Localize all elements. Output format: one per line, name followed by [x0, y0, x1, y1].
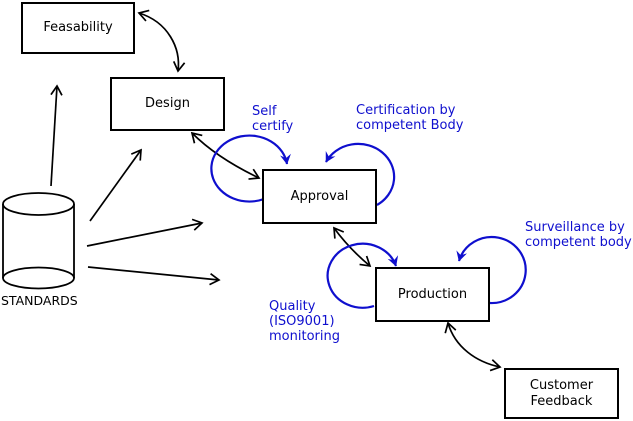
arrow-feasability-design [137, 9, 186, 73]
node-approval: Approval [262, 169, 377, 224]
annotation-certification-by-competent-body: Certification by competent Body [356, 103, 464, 133]
standards-cylinder [2, 192, 75, 290]
arrow-design-approval [190, 131, 261, 180]
loop-certification [325, 142, 396, 206]
annotation-quality-iso9001-monitoring: Quality (ISO9001) monitoring [269, 299, 340, 344]
arrow-standards-to-approval [86, 218, 204, 247]
node-production-label: Production [397, 286, 468, 302]
node-customer-feedback-label: Customer Feedback [529, 377, 594, 409]
node-design: Design [110, 77, 225, 131]
node-approval-label: Approval [290, 188, 349, 204]
loop-quality-monitoring [326, 242, 399, 309]
node-feasability: Feasability [21, 2, 135, 54]
arrow-standards-to-design [89, 148, 142, 222]
arrow-approval-production [333, 226, 372, 268]
node-design-label: Design [145, 96, 190, 111]
node-feasability-label: Feasability [43, 20, 113, 35]
loop-surveillance [456, 235, 527, 305]
annotation-self-certify: Self certify [252, 104, 294, 134]
arrow-production-customer-feedback [444, 321, 502, 372]
arrow-standards-to-production [87, 266, 221, 286]
node-customer-feedback: Customer Feedback [504, 368, 619, 419]
annotation-surveillance-by-competent-body: Surveillance by competent body [525, 220, 632, 250]
loop-self-certify [210, 134, 291, 203]
arrow-standards-to-feasability [50, 84, 63, 187]
node-production: Production [375, 267, 490, 322]
standards-label: STANDARDS [1, 293, 78, 308]
